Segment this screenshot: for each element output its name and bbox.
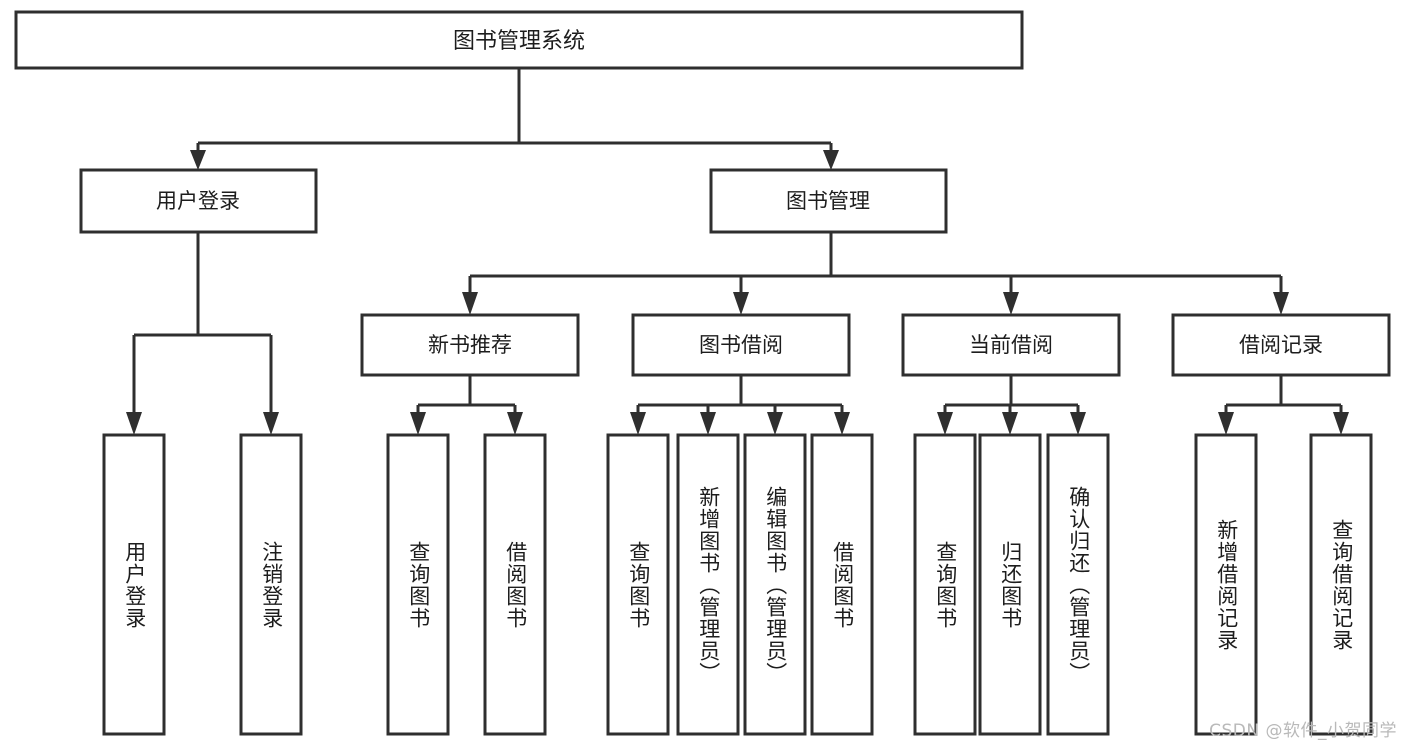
- node-leaf-edit-book-admin-box[interactable]: [743, 433, 807, 736]
- node-book-manage[interactable]: 图书管理: [709, 168, 948, 234]
- arrow-head-leaf-query-book-3: [937, 412, 953, 435]
- connector-layer: [126, 68, 1349, 435]
- node-leaf-query-book-3-box[interactable]: [913, 433, 977, 736]
- node-current-borrow[interactable]: 当前借阅: [901, 313, 1121, 377]
- node-leaf-add-borrow-record-box[interactable]: [1194, 433, 1258, 736]
- arrow-head-leaf-query-borrow-record: [1333, 412, 1349, 435]
- node-leaf-borrow-book-2-box[interactable]: [810, 433, 874, 736]
- arrow-head-leaf-add-borrow-record: [1218, 412, 1234, 435]
- node-leaf-query-book-1-box[interactable]: [386, 433, 450, 736]
- node-new-book-recommend-label: 新书推荐: [428, 333, 512, 357]
- node-leaf-confirm-return-admin-box[interactable]: [1046, 433, 1110, 736]
- node-leaf-query-book-2-box[interactable]: [606, 433, 670, 736]
- node-user-login-label: 用户登录: [156, 189, 240, 213]
- node-book-manage-label: 图书管理: [786, 189, 870, 213]
- watermark: CSDN @软件_小贺同学: [1209, 721, 1397, 741]
- node-leaf-user-login-box[interactable]: [102, 433, 166, 736]
- node-borrow-record-box[interactable]: [1171, 313, 1391, 377]
- arrow-head-leaf-confirm-return-admin: [1070, 412, 1086, 435]
- arrow-head-leaf-query-book-2: [630, 412, 646, 435]
- node-leaf-logout-login-box[interactable]: [239, 433, 303, 736]
- arrow-head-leaf-logout-login: [263, 412, 279, 435]
- node-new-book-recommend[interactable]: 新书推荐: [360, 313, 580, 377]
- node-layer: 图书管理系统 用户登录 图书管理 新书推荐 图书借阅 当前: [14, 10, 1391, 736]
- arrow-head-leaf-add-book-admin: [700, 412, 716, 435]
- arrow-head-leaf-borrow-book-1: [507, 412, 523, 435]
- node-leaf-return-book-box[interactable]: [978, 433, 1042, 736]
- arrow-head-current-borrow: [1003, 292, 1019, 315]
- arrow-head-new-book-recommend: [462, 292, 478, 315]
- arrow-head-leaf-return-book: [1002, 412, 1018, 435]
- arrow-head-leaf-user-login: [126, 412, 142, 435]
- node-title-label: 图书管理系统: [453, 29, 585, 54]
- node-leaf-query-borrow-record-box[interactable]: [1309, 433, 1373, 736]
- node-book-manage-box[interactable]: [709, 168, 948, 234]
- node-borrow-record[interactable]: 借阅记录: [1171, 313, 1391, 377]
- arrow-head-leaf-borrow-book-2: [834, 412, 850, 435]
- arrow-head-user-login: [190, 150, 206, 170]
- node-user-login[interactable]: 用户登录: [79, 168, 318, 234]
- node-title-box[interactable]: [14, 10, 1024, 70]
- node-current-borrow-box[interactable]: [901, 313, 1121, 377]
- node-borrow-record-label: 借阅记录: [1239, 333, 1323, 357]
- arrow-head-leaf-query-book-1: [410, 412, 426, 435]
- node-leaf-add-book-admin-box[interactable]: [676, 433, 740, 736]
- node-title[interactable]: 图书管理系统: [14, 10, 1024, 70]
- arrow-head-borrow-record: [1273, 292, 1289, 315]
- node-new-book-recommend-box[interactable]: [360, 313, 580, 377]
- node-leaf-borrow-book-1-box[interactable]: [483, 433, 547, 736]
- arrow-head-leaf-edit-book-admin: [767, 412, 783, 435]
- node-book-borrow-box[interactable]: [631, 313, 851, 377]
- arrow-head-book-borrow: [733, 292, 749, 315]
- arrow-head-book-manage: [823, 150, 839, 170]
- node-book-borrow-label: 图书借阅: [699, 333, 783, 357]
- node-book-borrow[interactable]: 图书借阅: [631, 313, 851, 377]
- node-current-borrow-label: 当前借阅: [969, 333, 1053, 357]
- node-user-login-box[interactable]: [79, 168, 318, 234]
